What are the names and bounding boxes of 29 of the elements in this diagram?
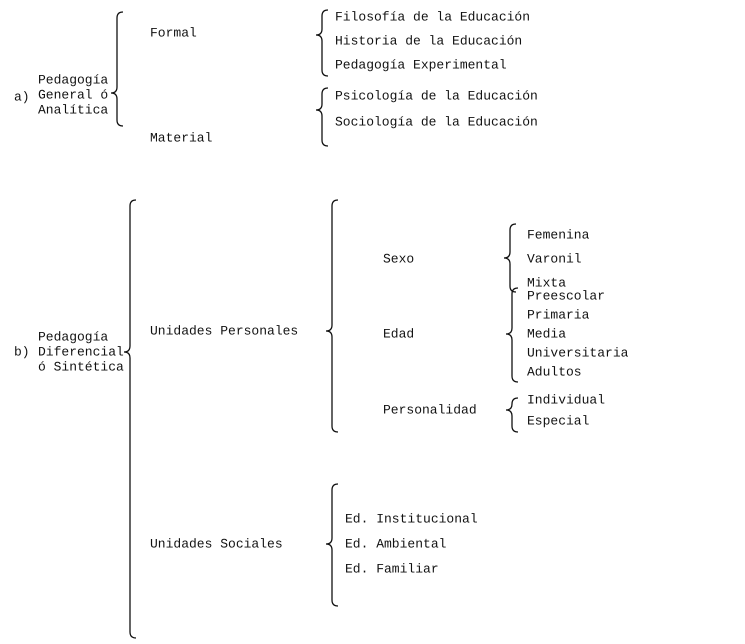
category-label: Femenina <box>527 228 590 242</box>
category-label: Adultos <box>527 364 582 380</box>
category-label: Edad <box>383 326 414 342</box>
category-label: Ed. Institucional <box>345 512 478 526</box>
category-label: Filosofía de la Educación <box>335 10 530 24</box>
category-label: Material <box>150 130 212 146</box>
category-label: Ed. Ambiental <box>345 536 446 552</box>
category-label: Sociología de la Educación <box>335 114 538 130</box>
category-label: Universitaria <box>527 346 628 360</box>
item-letter: b) <box>14 344 30 360</box>
category-label: Mixta <box>527 276 566 290</box>
category-label: Preescolar <box>527 288 606 304</box>
category-label: Varonil <box>527 252 582 266</box>
category-label: Pedagogía Diferencial ó Sintética <box>38 330 125 374</box>
category-label: Unidades Personales <box>150 324 298 338</box>
category-label: Pedagogía Experimental <box>335 58 507 72</box>
category-label: Formal <box>150 26 197 40</box>
category-label: Especial <box>527 414 590 428</box>
item-letter: a) <box>14 90 30 104</box>
category-label: Media <box>527 326 566 342</box>
category-label: Pedagogía General ó Analítica <box>38 72 110 118</box>
category-label: Historia de la Educación <box>335 34 522 48</box>
category-label: Unidades Sociales <box>150 536 283 552</box>
category-label: Individual <box>527 392 606 408</box>
category-label: Personalidad <box>383 402 477 418</box>
category-label: Sexo <box>383 252 414 266</box>
category-label: Ed. Familiar <box>345 562 439 576</box>
category-label: Primaria <box>527 308 590 322</box>
category-label: Psicología de la Educación <box>335 88 538 104</box>
